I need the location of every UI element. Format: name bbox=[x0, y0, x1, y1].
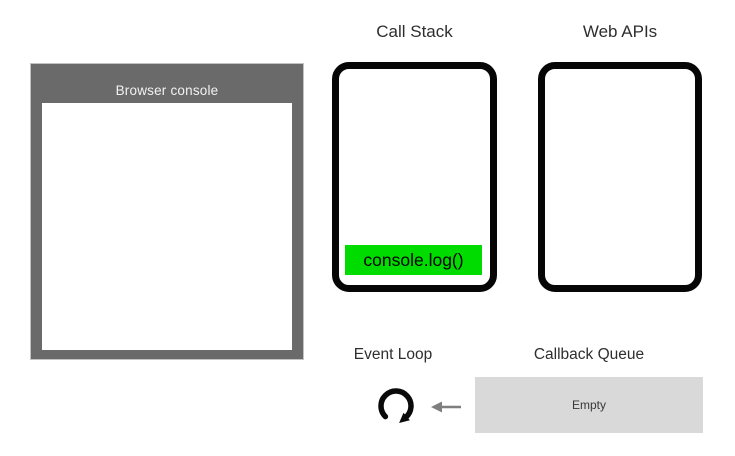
stack-frame-console-log: console.log() bbox=[345, 245, 482, 275]
callback-queue-status: Empty bbox=[571, 398, 606, 412]
stack-frame-label: console.log() bbox=[363, 249, 464, 270]
web-apis-box bbox=[538, 62, 702, 292]
web-apis-title: Web APIs bbox=[582, 22, 658, 41]
callback-queue-title: Callback Queue bbox=[533, 346, 645, 363]
browser-console-panel: Browser console bbox=[30, 63, 304, 360]
browser-console-screen bbox=[42, 103, 292, 350]
call-stack-title: Call Stack bbox=[376, 22, 453, 41]
event-loop-title: Event Loop bbox=[353, 346, 433, 363]
browser-console-titlebar: Browser console bbox=[31, 64, 303, 103]
call-stack-box: console.log() bbox=[332, 62, 497, 292]
event-loop-icon bbox=[378, 388, 414, 423]
left-arrow-icon bbox=[431, 401, 461, 413]
browser-console-title: Browser console bbox=[115, 83, 219, 98]
callback-queue-box: Empty bbox=[475, 377, 703, 433]
